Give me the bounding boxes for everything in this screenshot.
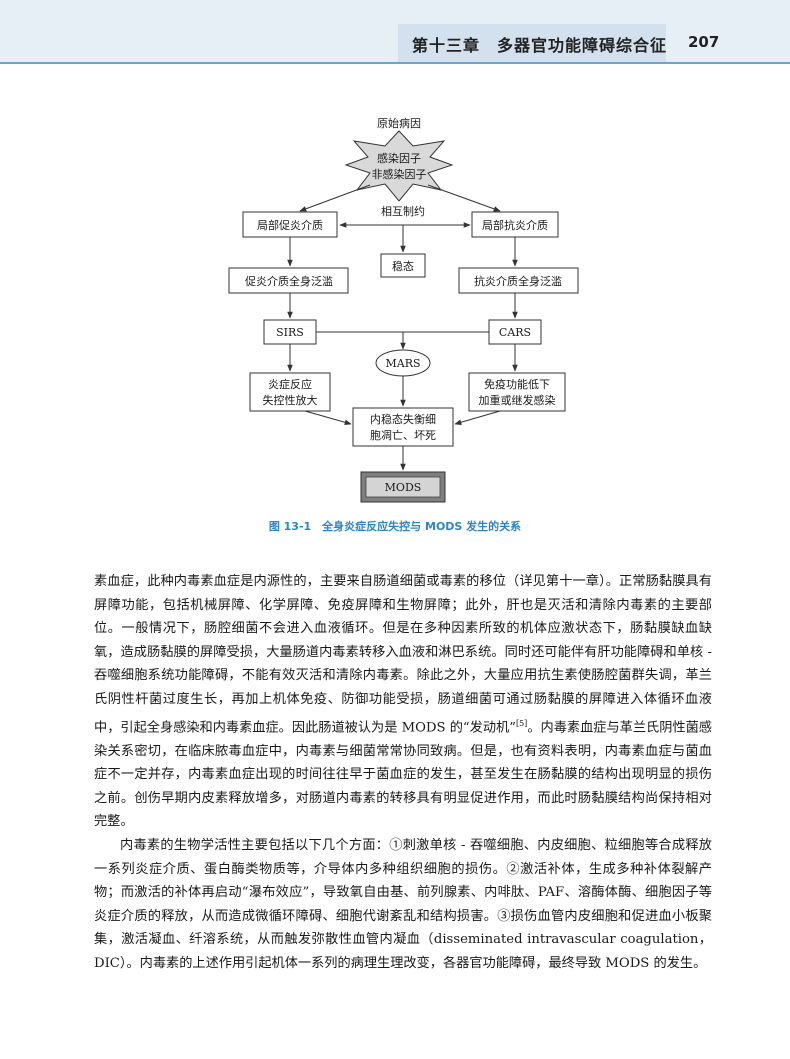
box-homeostasis [380,253,426,278]
flow-diagram: 原始病因 感染因子 非感染因子 局部促炎介质 局部抗炎介质 相互制约 稳态 促炎… [228,116,579,503]
box-imbalance [352,407,454,447]
box-mods-inner [365,476,441,498]
box-anti-systemic [458,267,579,294]
local-proinflammatory-label: 局部促炎介质 [257,218,323,232]
body-text: 素血症，此种内毒素血症是内源性的，主要来自肠道细菌或毒素的移位（详见第十一章）。… [94,570,712,975]
box-inflammation [249,372,331,412]
chapter-title: 第十三章 多器官功能障碍综合征 [412,36,668,55]
inflammation-line-2: 失控性放大 [263,393,318,407]
star-line-2: 非感染因子 [372,167,427,181]
homeostasis-label: 稳态 [392,259,414,273]
sirs-label: SIRS [276,326,304,339]
paragraph-2: 内毒素的生物学活性主要包括以下几个方面：①刺激单核 - 吞噬细胞、内皮细胞、粒细… [94,837,712,971]
figure-caption: 图 13-1 全身炎症反应失控与 MODS 发生的关系 [268,520,522,533]
arrow-immune-to-imbalance [454,410,501,425]
box-sirs [263,319,317,345]
arrow-star-to-left [299,184,371,212]
paragraph-1-part-a: 素血症，此种内毒素血症是内源性的，主要来自肠道细菌或毒素的移位（详见第十一章）。… [94,574,712,735]
cars-label: CARS [499,326,531,339]
anti-systemic-label: 抗炎介质全身泛滥 [474,274,562,288]
imbalance-line-2: 胞凋亡、坏死 [370,428,436,442]
box-pro-systemic [228,267,349,294]
mods-label: MODS [385,481,422,494]
local-antiinflammatory-label: 局部抗炎介质 [482,218,548,232]
arrow-star-to-right [427,184,501,212]
cause-starburst [344,130,454,202]
paragraph-1: 素血症，此种内毒素血症是内源性的，主要来自肠道细菌或毒素的移位（详见第十一章）。… [94,570,712,834]
star-line-1: 感染因子 [377,151,421,165]
mutual-restriction-label: 相互制约 [381,205,425,218]
box-immune [468,372,566,412]
paragraph-1-part-b: 。内毒素血症与革兰氏阴性菌感染关系密切，在临床脓毒血症中，内毒素与细菌常常协同致… [94,719,712,830]
pro-systemic-label: 促炎介质全身泛滥 [245,274,333,288]
immune-line-1: 免疫功能低下 [484,377,550,391]
immune-line-2: 加重或继发感染 [479,393,556,407]
imbalance-line-1: 内稳态失衡细 [370,412,436,426]
page-number: 207 [688,33,720,51]
mars-label: MARS [385,357,420,370]
citation-ref: [5] [515,718,528,728]
original-cause-label: 原始病因 [377,116,421,130]
arrow-inflammation-to-imbalance [304,410,352,425]
header-rule [0,62,790,64]
inflammation-line-1: 炎症反应 [268,377,312,391]
chapter-title-box [398,24,666,62]
